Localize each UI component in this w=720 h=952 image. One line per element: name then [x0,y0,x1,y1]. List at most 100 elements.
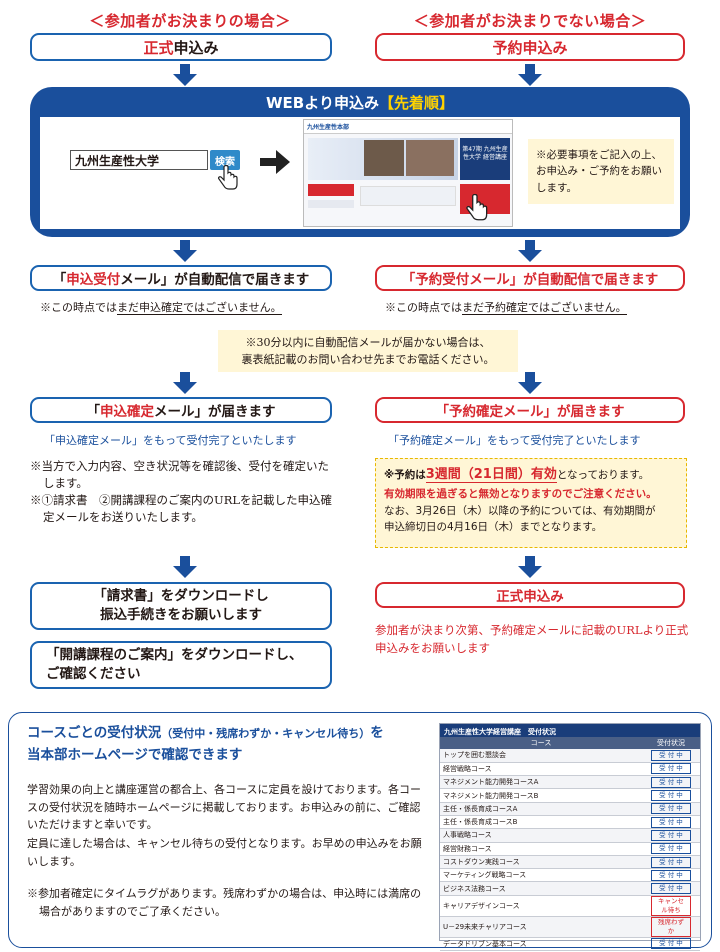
formal-application-note: 参加者が決まり次第、予約確定メールに記載のURLより正式申込みをお願いします [375,622,690,658]
pointer-hand-icon [464,194,490,224]
note-prefix: ※この時点では [40,301,117,314]
status-badge: 受 付 中 [651,857,691,868]
table-row: U－29未来チャリアコース残席わずか [440,916,700,937]
table-row: コストダウン実践コース受 付 中 [440,855,700,868]
bracket-text: 「 [402,268,416,288]
course-name-cell: コストダウン実践コース [440,855,642,868]
left-column-header: ＜参加者がお決まりの場合＞ [40,10,340,31]
course-info-line2: ご確認ください [46,665,141,684]
status-cell: 受 付 中 [642,762,700,775]
reserve-entry-rest: 申込み [523,37,568,58]
status-body-2: 定員に達した場合は、キャンセル待ちの受付となります。お早めの申込みをお願いします… [27,835,427,870]
course-name-cell: データドリブン基本コース [440,937,642,950]
course-name-cell: トップを囲む懇談会 [440,749,642,762]
arrow-down-icon [173,64,197,86]
arrow-down-icon [173,556,197,578]
status-badge: 受 付 中 [651,817,691,828]
phone-contact-note: ※30分以内に自動配信メールが届かない場合は、 裏表紙記載のお問い合わせ先までお… [218,330,518,372]
status-table-head: コース 受付状況 [440,737,700,749]
table-row: トップを囲む懇談会受 付 中 [440,749,700,762]
title-post: を [370,725,384,741]
status-title-line2: 当本部ホームページで確認できます [27,745,447,767]
phone-note-line2: 裏表紙記載のお問い合わせ先までお電話ください。 [228,351,508,368]
reservation-validity-box: ※予約は3週間（21日間）有効となっております。 有効期限を過ぎると無効となりま… [375,458,687,548]
status-badge: 受 付 中 [651,750,691,761]
status-badge: キャンセル待ち [651,896,691,916]
website-screenshot: 九州生産性本部 第47期 九州生産性大学 経営講座 [303,119,513,227]
bracket-text: 「 [53,268,67,288]
right-column-header: ＜参加者がお決まりでない場合＞ [380,10,680,31]
course-name-cell: 人事戦略コース [440,829,642,842]
reserve-entry-strong: 予約 [492,37,522,58]
status-cell: 受 付 中 [642,789,700,802]
course-name-cell: 主任・係長育成コースB [440,815,642,828]
status-table: トップを囲む懇談会受 付 中経営戦略コース受 付 中マネジメント能力開発コースA… [440,749,700,951]
course-name-cell: 経営財務コース [440,842,642,855]
search-input[interactable]: 九州生産性大学 [70,150,208,170]
arrow-down-icon [518,240,542,262]
site-red-button [308,184,354,196]
site-banner: 第47期 九州生産性大学 経営講座 [460,138,510,180]
status-badge: 受 付 中 [651,843,691,854]
note-underlined: まだ予約確定ではございません。 [462,301,627,315]
site-nav [360,186,456,206]
table-row: 経営戦略コース受 付 中 [440,762,700,775]
status-cell: 受 付 中 [642,855,700,868]
validity-line3: なお、3月26日（木）以降の予約については、有効期間が [384,503,678,520]
status-table-panel: 九州生産性大学経営講座 受付状況 コース 受付状況 トップを囲む懇談会受 付 中… [439,723,701,941]
validity-pre: ※予約は [384,469,426,481]
status-section-title: コースごとの受付状況（受付中・残席わずか・キャンセル待ち）を 当本部ホームページ… [27,723,447,766]
status-cell: 受 付 中 [642,869,700,882]
web-title-text: WEBより申込み [266,92,379,113]
apply-receipt-mail-box: 「申込受付メール」が自動配信で届きます [30,265,332,291]
web-instruction-note: ※必要事項をご記入の上、お申込み・ご予約をお願いします。 [528,139,674,204]
status-badge: 受 付 中 [651,870,691,881]
invoice-line2: 振込手続きをお願いします [100,606,262,625]
apply-confirm-mail-box: 「申込確定メール」が届きます [30,397,332,423]
note-underlined: まだ申込確定ではございません。 [117,301,282,315]
bracket-text: 「 [436,400,450,420]
arrow-down-icon [173,240,197,262]
validity-line2: 有効期限を過ぎると無効となりますのでご注意ください。 [384,486,678,503]
table-row: 経営財務コース受 付 中 [440,842,700,855]
table-row: マネジメント能力開発コースA 受 付 中 [440,776,700,789]
validity-post: となっております。 [557,469,649,481]
table-row: 主任・係長育成コースB 受 付 中 [440,815,700,828]
site-block [308,200,354,208]
reserve-confirm-subtitle: 「予約確定メール」をもって受付完了といたします [388,432,688,448]
status-cell: 受 付 中 [642,776,700,789]
course-name-cell: マネジメント能力開発コースB [440,789,642,802]
course-status-section: コースごとの受付状況（受付中・残席わずか・キャンセル待ち）を 当本部ホームページ… [8,712,712,948]
status-badge: 残席わずか [651,917,691,937]
status-badge: 受 付 中 [651,777,691,788]
status-cell: 受 付 中 [642,937,700,950]
validity-line4: 申込締切日の4月16日（木）までとなります。 [384,519,678,536]
status-badge: 受 付 中 [651,803,691,814]
status-cell: 残席わずか [642,916,700,937]
reserve-confirm-rest: メール」が届きます [503,400,625,420]
course-name-cell: 経営戦略コース [440,762,642,775]
head-course: コース [440,738,642,748]
status-body-1: 学習効果の向上と講座運営の都合上、各コースに定員を設けております。各コースの受付… [27,781,427,834]
title-pre: コースごとの受付状況 [27,725,161,741]
course-name-cell: キャリアデザインコース [440,895,642,916]
status-badge: 受 付 中 [651,938,691,949]
web-panel-body: 九州生産性大学 検索 九州生産性本部 第47期 九州生産性大学 経営講座 ※必要… [40,117,680,229]
invoice-download-box: 「請求書」をダウンロードし 振込手続きをお願いします [30,582,332,630]
table-row: マネジメント能力開発コースB 受 付 中 [440,789,700,802]
status-body-3: ※参加者確定にタイムラグがあります。残席わずかの場合は、申込時には満席の場合があ… [27,885,427,920]
status-badge: 受 付 中 [651,790,691,801]
course-info-line1: 「開講課程のご案内」をダウンロードし、 [46,646,303,665]
course-name-cell: マネジメント能力開発コースA [440,776,642,789]
status-cell: 受 付 中 [642,749,700,762]
status-cell: 受 付 中 [642,842,700,855]
status-badge: 受 付 中 [651,830,691,841]
course-name-cell: ビジネス法務コース [440,882,642,895]
reserve-entry-box: 予約申込み [375,33,685,61]
apply-confirm-strong: 申込確定 [100,400,154,420]
arrow-down-icon [518,64,542,86]
bracket-text: 「 [87,400,101,420]
formal-entry-box: 正式申込み [30,33,332,61]
status-badge: 受 付 中 [651,883,691,894]
